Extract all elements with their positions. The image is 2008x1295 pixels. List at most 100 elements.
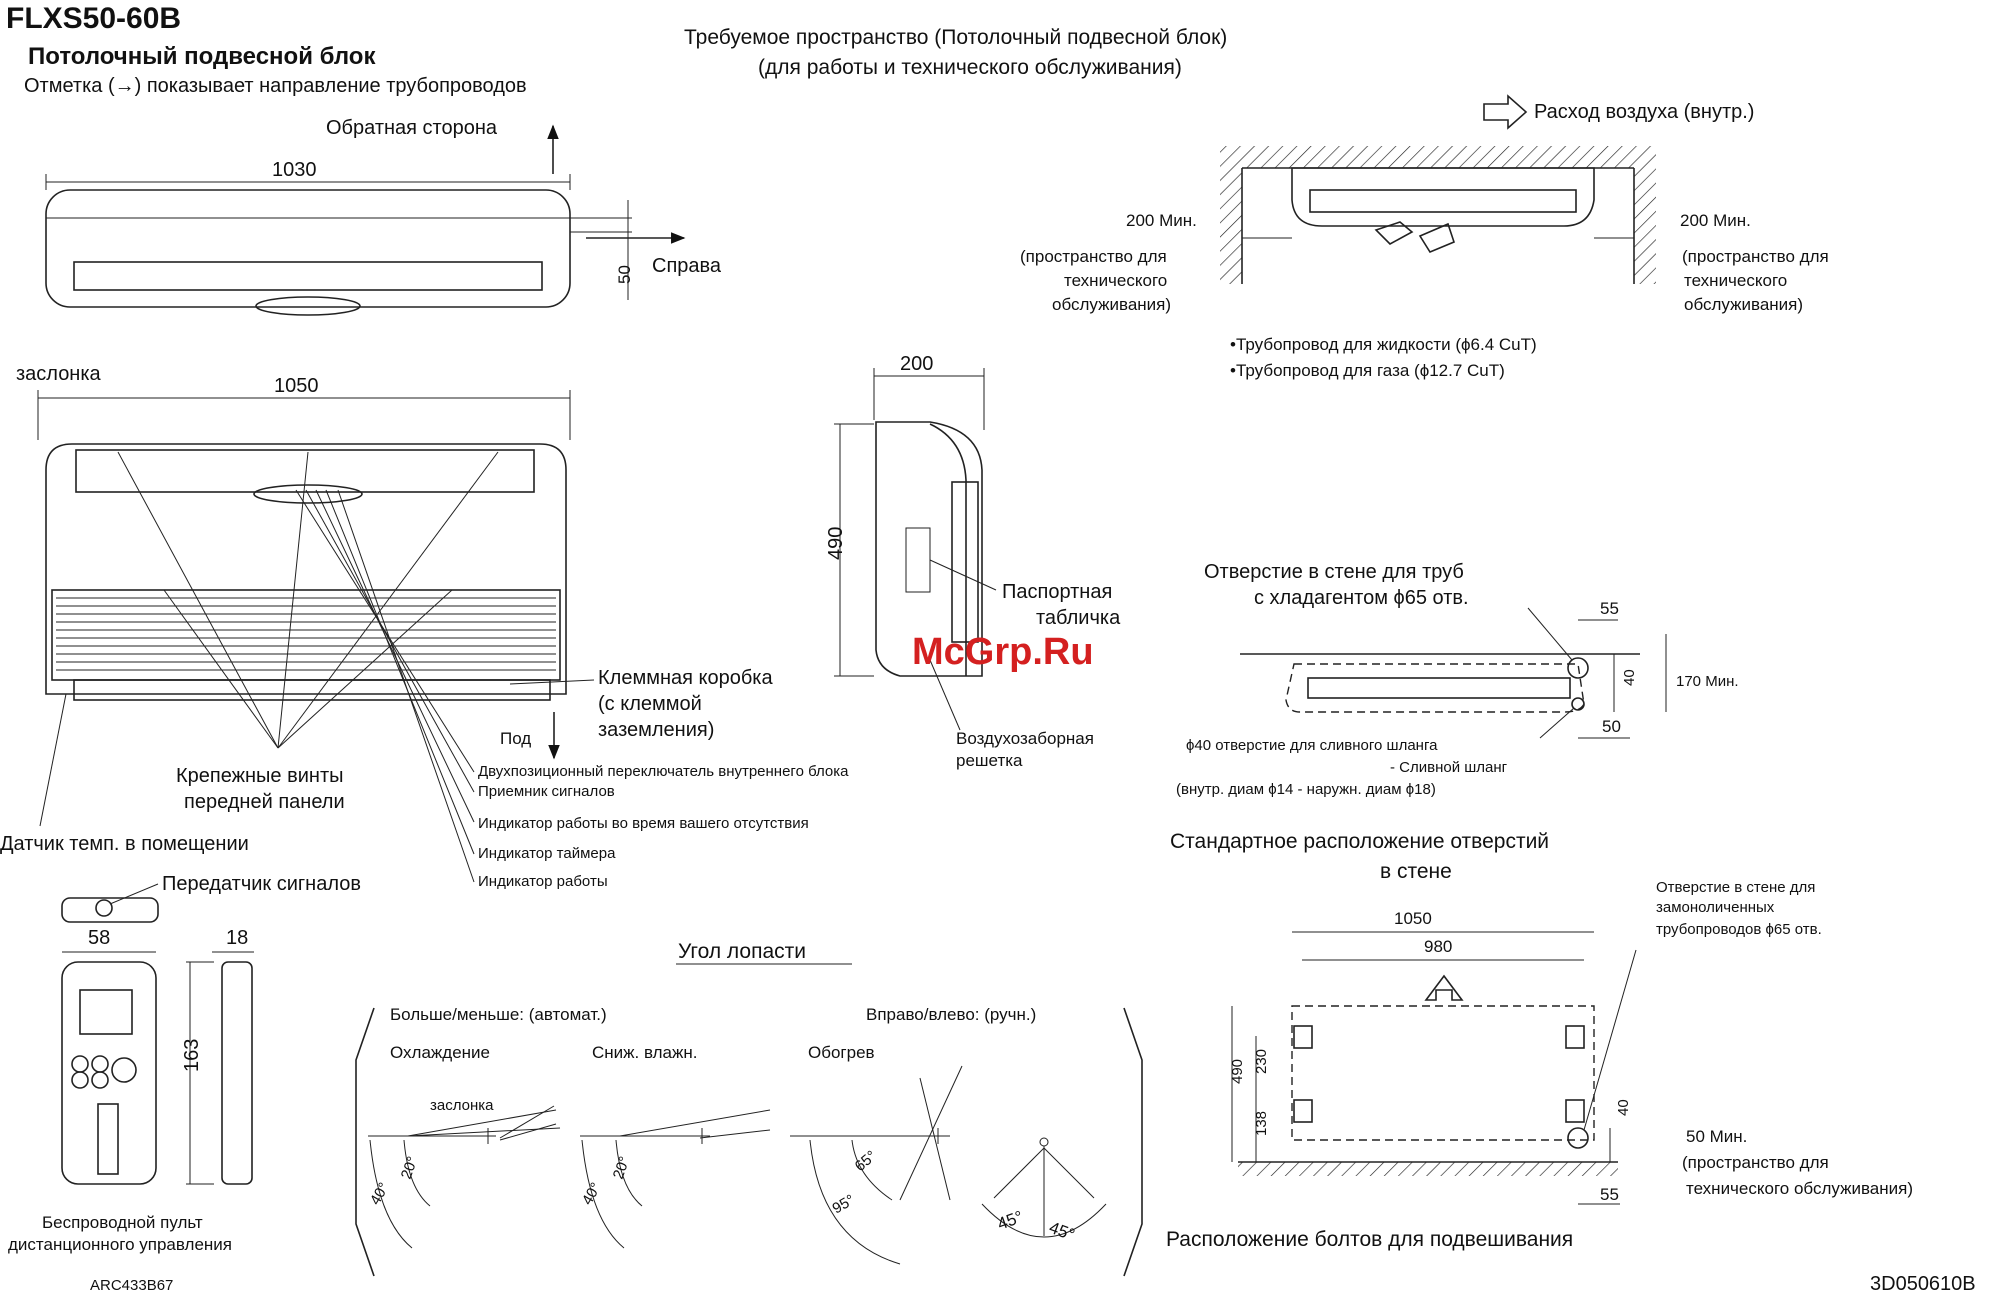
top-view: Обратная сторона 1030 Справа 50 [45,117,722,316]
remote-caption-2: дистанционного управления [8,1235,232,1254]
min-170: 170 Мин. [1676,673,1739,690]
min-50-note-2: технического обслуживания) [1686,1179,1913,1198]
louver-angle-view: Угол лопасти Больше/меньше: (автомат.) В… [355,940,1143,1277]
std-title-1: Стандартное расположение отверстий [1170,830,1549,853]
louver-title: Угол лопасти [678,940,806,963]
front-width-dim: 1050 [274,375,319,397]
pipe-liquid: •Трубопровод для жидкости (ϕ6.4 CuT) [1230,335,1537,354]
intake-1: Воздухозаборная [956,729,1094,748]
lr-45-left: 45° [995,1207,1026,1234]
direction-note: Отметка (→) показывает направление трубо… [24,75,527,97]
dry-angle: 20° 40° [579,1109,771,1249]
lr-45-right: 45° [1047,1218,1078,1245]
right-note-3: обслуживания) [1684,295,1803,314]
hole-dim-50: 50 [1602,717,1621,736]
transmitter-label: Передатчик сигналов [162,873,361,895]
pipe-gas: •Трубопровод для газа (ϕ12.7 CuT) [1230,361,1505,380]
dry-40: 40° [579,1180,605,1208]
leftright-angle: 45° 45° [981,1137,1107,1245]
remote-control-drawing: Передатчик сигналов 58 18 163 Беспроводн… [8,873,361,1294]
bottom-label: Под [500,729,531,748]
updown-label: Больше/меньше: (автомат.) [390,1005,607,1024]
hole-dim-55: 55 [1600,599,1619,618]
left-min: 200 Мин. [1126,211,1197,230]
std-dim-40: 40 [1615,1099,1632,1116]
intake-2: решетка [956,751,1023,770]
remote-width-dim: 58 [88,927,110,949]
bolt-caption: Расположение болтов для подвешивания [1166,1228,1573,1251]
flap-label: заслонка [16,363,102,385]
min-50: 50 Мин. [1686,1127,1747,1146]
screws-1: Крепежные винты [176,765,343,787]
left-note-3: обслуживания) [1052,295,1171,314]
heating-95: 95° [830,1191,858,1217]
callout-home-leave: Индикатор работы во время вашего отсутст… [478,815,809,832]
remote-thick-dim: 18 [226,927,248,949]
dry-20: 20° [610,1154,634,1181]
callout-switch: Двухпозиционный переключатель внутреннег… [478,763,849,780]
watermark: McGrp.Ru [912,631,1094,673]
std-title-2: в стене [1380,860,1452,883]
hole-dim-40: 40 [1621,669,1638,686]
heating-65: 65° [852,1147,880,1175]
std-dim-138: 138 [1253,1111,1270,1136]
side-height-dim: 490 [825,527,847,560]
front-view: заслонка 1050 Под Клеммная коробка (с кл… [0,363,849,890]
leader-lines [39,451,499,883]
left-note-2: технического [1064,271,1167,290]
top-width-dim: 1030 [272,159,317,181]
right-note-1: (пространство для [1682,247,1829,266]
terminal-box-1: Клеммная коробка [598,667,773,689]
cooling-40: 40° [367,1180,393,1208]
drain-3: (внутр. диам ϕ14 - наружн. диам ϕ18) [1176,781,1436,798]
terminal-box-3: заземления) [598,719,714,741]
remote-caption-1: Беспроводной пульт [42,1213,203,1232]
callout-receiver: Приемник сигналов [478,783,615,800]
right-side-label: Справа [652,255,722,277]
document-number: 3D050610B [1870,1273,1976,1295]
rear-side-label: Обратная сторона [326,117,498,139]
wall-hole-label-2: с хладагентом ϕ65 отв. [1254,587,1469,609]
std-dim-490: 490 [1229,1059,1246,1084]
nameplate-1: Паспортная [1002,581,1112,603]
std-dim-55: 55 [1600,1185,1619,1204]
dry-label: Сниж. влажн. [592,1043,697,1062]
drain-1: ϕ40 отверстие для сливного шланга [1186,737,1438,754]
space-title-1: Требуемое пространство (Потолочный подве… [684,26,1227,49]
wall-hole-label-1: Отверстие в стене для труб [1204,561,1464,583]
std-dim-980: 980 [1424,937,1452,956]
clearance-view: Расход воздуха (внутр.) 200 Мин. (простр… [1020,94,1829,380]
cooling-20: 20° [398,1154,422,1181]
space-title-2: (для работы и технического обслуживания) [758,56,1182,79]
terminal-box-2: (с клеммой [598,693,702,715]
heating-angle: 65° 95° [790,1065,963,1265]
concealed-3: трубопроводов ϕ65 отв. [1656,921,1822,938]
side-view: 200 490 Паспортная табличка Воздухозабор… [825,353,1121,770]
airflow-label: Расход воздуха (внутр.) [1534,101,1754,123]
callout-timer: Индикатор таймера [478,845,616,862]
right-note-2: технического [1684,271,1787,290]
right-min: 200 Мин. [1680,211,1751,230]
flap-angle-label: заслонка [430,1097,494,1114]
screws-2: передней панели [184,791,345,813]
remote-model: ARC433B67 [90,1277,173,1294]
left-note-1: (пространство для [1020,247,1167,266]
remote-height-dim: 163 [181,1039,203,1072]
nameplate-2: табличка [1036,607,1121,629]
unit-title: Потолочный подвесной блок [28,43,376,70]
side-depth-dim: 200 [900,353,933,375]
wall-hole-view: Отверстие в стене для труб с хладагентом… [1176,561,1739,798]
callout-operation: Индикатор работы [478,873,608,890]
top-depth-dim: 50 [615,265,634,284]
std-dim-230: 230 [1253,1049,1270,1074]
standard-layout-view: Стандартное расположение отверстий в сте… [1166,830,1913,1251]
concealed-1: Отверстие в стене для [1656,879,1815,896]
leftright-label: Вправо/влево: (ручн.) [866,1005,1036,1024]
model-title: FLXS50-60B [6,2,181,35]
std-dim-1050: 1050 [1394,909,1432,928]
concealed-2: замоноличенных [1656,899,1775,916]
heating-label: Обогрев [808,1043,875,1062]
drain-2: - Сливной шланг [1390,759,1508,776]
temp-sensor-label: Датчик темп. в помещении [0,833,249,855]
